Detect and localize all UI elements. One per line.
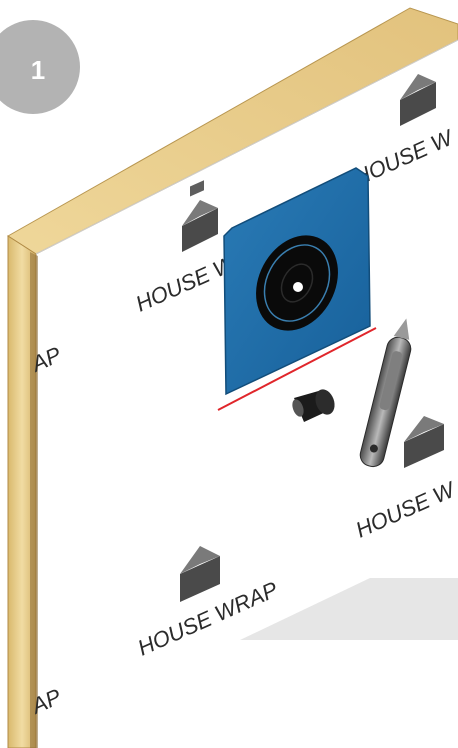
step-number: 1 [30,54,46,85]
flashing-panel [223,167,371,396]
shadow-band [240,578,458,640]
house-logo-icon [182,180,218,252]
house-logo-icon [404,416,444,468]
pipe-fitting-icon [292,389,335,422]
left-wood-stud [7,235,37,748]
wall-edge [35,39,458,255]
step-number-badge: 1 [0,20,80,114]
house-logo-icon [180,546,220,602]
house-logo-icon [400,74,436,126]
gasket-hole [293,282,303,292]
cut-line [217,327,377,411]
stud-shadow-edge [30,252,38,748]
utility-knife-icon [359,318,412,468]
